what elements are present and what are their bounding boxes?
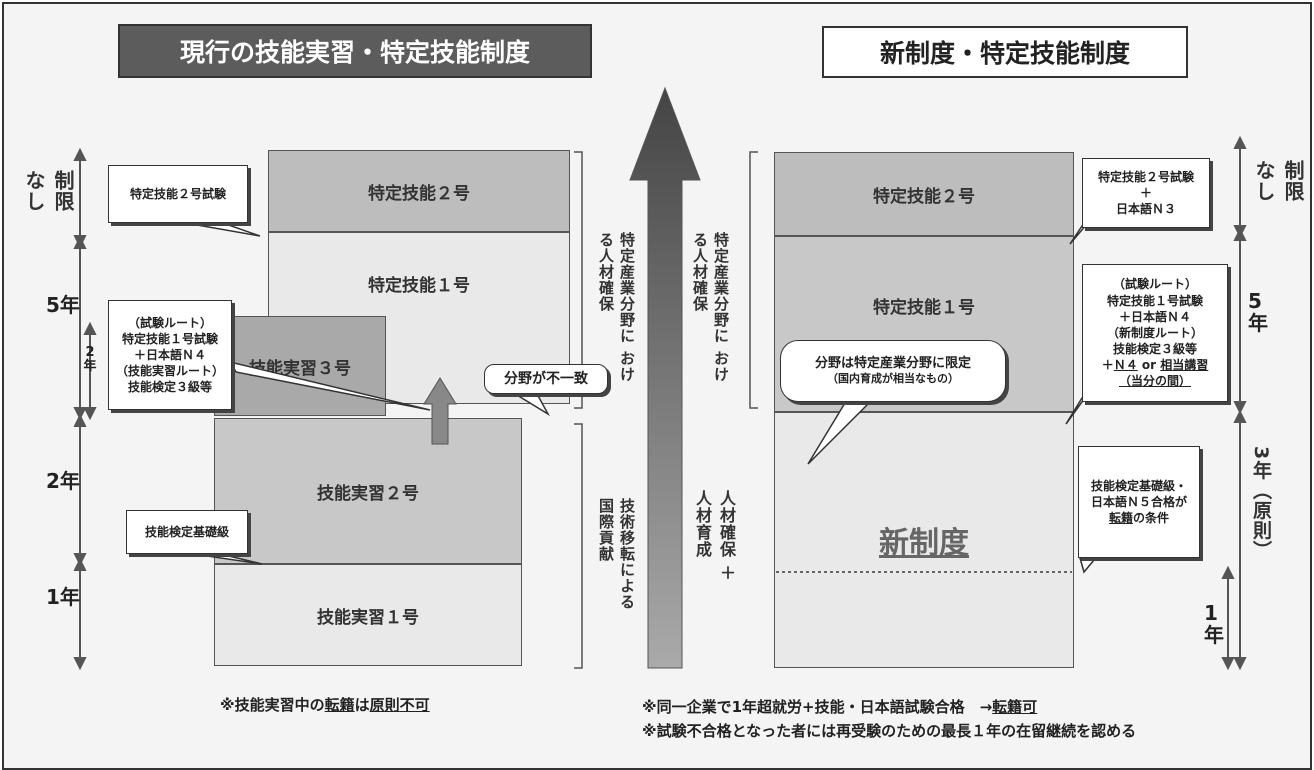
left-callout-basic-exam: 技能検定基礎級 bbox=[126, 510, 248, 554]
callout-line: 特定技能１号試験 bbox=[121, 331, 218, 346]
note-transfer: 転籍 bbox=[324, 696, 355, 714]
center-vt-jinzai: 特定産業分野に おける人材確保 bbox=[691, 232, 730, 383]
bubble-line: （国内育成が相当なもの） bbox=[827, 372, 959, 386]
right-callout-tokutei1: （試験ルート） 特定技能１号試験 ＋日本語Ｎ４ （新制度ルート） 技能検定３級等… bbox=[1082, 264, 1228, 402]
mismatch-bubble: 分野が不一致 bbox=[484, 364, 608, 394]
bubble-line: 分野は特定産業分野に限定 bbox=[814, 355, 971, 371]
condition-text: の条件 bbox=[1133, 511, 1170, 526]
right-year-3: 3年（原則） bbox=[1250, 446, 1272, 561]
callout-line: 技能検定３級等 bbox=[127, 380, 212, 395]
transfer-text: 転籍 bbox=[1108, 511, 1133, 526]
note-principle: 原則 bbox=[369, 696, 400, 714]
left-year-5: 5年 bbox=[46, 293, 80, 317]
right-bubble-sector: 分野は特定産業分野に限定 （国内育成が相当なもの） bbox=[780, 340, 1006, 402]
left-vt-jinzai: 特定産業分野に おける人材確保 bbox=[597, 232, 636, 383]
left-jisshu3-box: 技能実習３号 bbox=[214, 316, 386, 416]
callout-line: （新制度ルート） bbox=[1106, 325, 1203, 340]
callout-line: （試験ルート） bbox=[1112, 277, 1197, 292]
callout-line-n4: ＋Ｎ４ or 相当講習 bbox=[1102, 357, 1209, 373]
callout-line: 日本語Ｎ３ bbox=[1115, 202, 1176, 217]
left-note: ※技能実習中の転籍は原則不可 bbox=[220, 694, 430, 715]
callout-text: 特定技能２号試験 bbox=[129, 186, 226, 201]
right-note-2: ※試験不合格となった者には再受験のための最長１年の在留継続を認める bbox=[642, 722, 1137, 740]
right-tokutei2-box: 特定技能２号 bbox=[774, 152, 1074, 236]
callout-line: （試験ルート） bbox=[127, 315, 212, 330]
right-year-1: 1年 bbox=[1204, 601, 1224, 647]
left-year-2: 2年 bbox=[46, 469, 80, 493]
left-jisshu1-box: 技能実習１号 bbox=[214, 564, 522, 666]
callout-line: 転籍の条件 bbox=[1109, 510, 1169, 526]
left-tokutei2-box: 特定技能２号 bbox=[268, 150, 570, 232]
left-vt-kokusai: 技術移転による 国際貢献 bbox=[597, 498, 636, 610]
callout-line: 技能検定３級等 bbox=[1112, 342, 1197, 357]
callout-text: 技能検定基礎級 bbox=[144, 524, 229, 539]
left-year-1: 1年 bbox=[46, 585, 80, 609]
right-shinseido-box: 新制度 bbox=[774, 412, 1074, 668]
left-title: 現行の技能実習・特定技能制度 bbox=[118, 24, 592, 78]
right-year-5: 5年 bbox=[1248, 289, 1268, 335]
bubble-text: 分野が不一致 bbox=[504, 370, 588, 387]
lecture-text: 相当講習 bbox=[1160, 358, 1209, 373]
right-title: 新制度・特定技能制度 bbox=[822, 26, 1188, 78]
callout-line: ＋日本語Ｎ４ bbox=[133, 347, 206, 362]
or-text: or bbox=[1137, 358, 1161, 373]
plus-sign: ＋ bbox=[1101, 358, 1114, 373]
center-vt-bottom: 人材確保 ＋ 人材育成 bbox=[693, 490, 736, 582]
note-forbidden: 不可 bbox=[399, 696, 430, 714]
callout-line: 特定技能１号試験 bbox=[1106, 293, 1203, 308]
right-year-nashi: 制限 なし bbox=[1252, 160, 1305, 202]
callout-line: ＋ bbox=[1139, 185, 1152, 200]
left-year-2a: 2年 bbox=[83, 345, 97, 375]
left-jisshu2-box: 技能実習２号 bbox=[214, 418, 522, 564]
callout-line: （当分の間） bbox=[1118, 374, 1191, 389]
callout-line: 特定技能２号試験 bbox=[1097, 169, 1194, 184]
n4-text: Ｎ４ bbox=[1113, 358, 1138, 373]
callout-line: ＋日本語Ｎ４ bbox=[1118, 309, 1191, 324]
note-text: は bbox=[354, 696, 370, 714]
callout-line: 日本語Ｎ５合格が bbox=[1090, 494, 1187, 509]
right-callout-tokutei2: 特定技能２号試験 ＋ 日本語Ｎ３ bbox=[1082, 158, 1210, 228]
left-callout-tokutei2-exam: 特定技能２号試験 bbox=[108, 165, 248, 223]
note-text: ※同一企業で1年超就労+技能・日本語試験合格 → bbox=[642, 698, 993, 716]
left-callout-tokutei1-route: （試験ルート） 特定技能１号試験 ＋日本語Ｎ４ （技能実習ルート） 技能検定３級… bbox=[108, 300, 232, 410]
shinseido-label: 新制度 bbox=[879, 526, 969, 561]
callout-line: 技能検定基礎級・ bbox=[1090, 478, 1187, 493]
callout-line: （技能実習ルート） bbox=[115, 364, 224, 379]
note-transfer-ok: 転籍可 bbox=[992, 698, 1038, 716]
right-callout-transfer-condition: 技能検定基礎級・ 日本語Ｎ５合格が 転籍の条件 bbox=[1078, 446, 1200, 558]
right-note-1: ※同一企業で1年超就労+技能・日本語試験合格 →転籍可 bbox=[642, 696, 1037, 717]
left-year-nashi: 制限 なし bbox=[22, 170, 75, 212]
note-text: ※技能実習中の bbox=[220, 696, 325, 714]
